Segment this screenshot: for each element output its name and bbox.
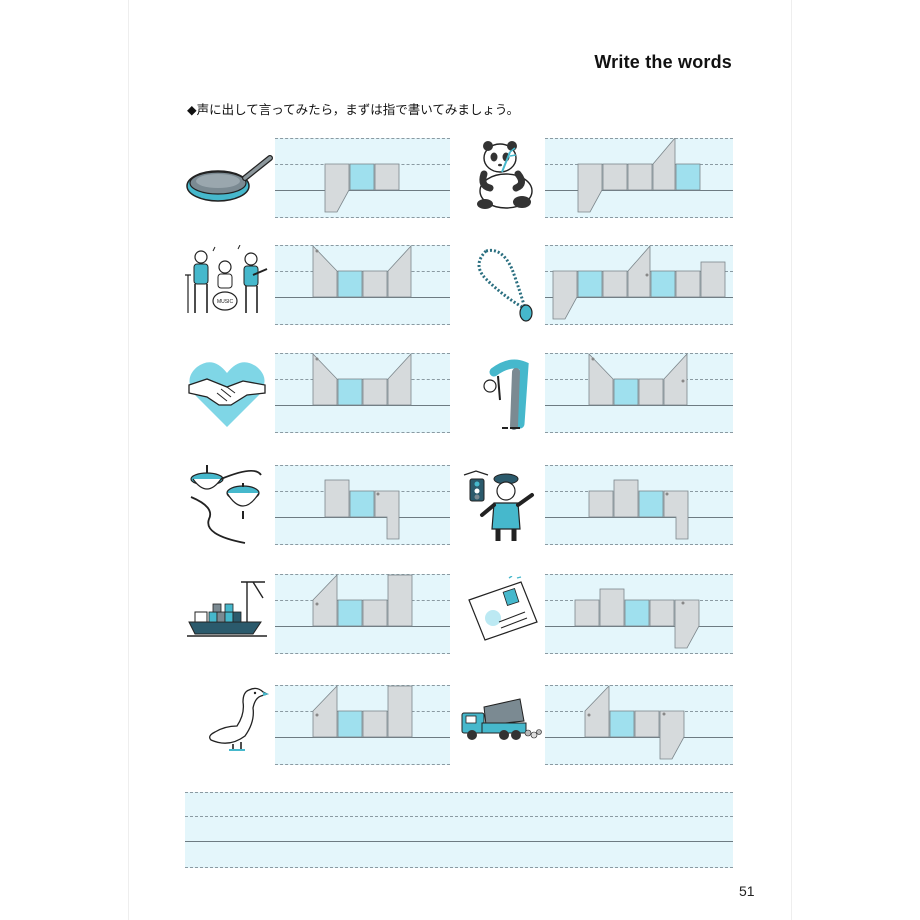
instruction-text: ◆声に出して言ってみたら，まずは指で書いてみましょう。: [187, 102, 520, 117]
free-writing-area[interactable]: [185, 792, 733, 868]
handshake-icon: [187, 357, 277, 443]
spinning-top-icon: [185, 461, 275, 547]
word-guide: [545, 138, 733, 218]
word-guide: [545, 245, 733, 325]
word-guide: [545, 685, 733, 765]
word-guide: [275, 574, 450, 654]
drum-label: MUSIC: [217, 299, 234, 305]
band-icon: MUSIC: [183, 244, 273, 331]
goose-icon: [205, 682, 295, 768]
page-number: 51: [739, 883, 755, 899]
word-guide: [275, 138, 450, 218]
police-officer-icon: [460, 465, 550, 551]
word-guide: [275, 245, 450, 325]
word-guide: [275, 353, 450, 433]
postcard-icon: [465, 575, 555, 662]
cargo-ship-icon: [187, 578, 277, 664]
panda-icon: [470, 136, 560, 222]
bending-person-icon: [480, 352, 570, 438]
frying-pan-icon: [185, 150, 275, 236]
word-guide: [545, 465, 733, 545]
necklace-icon: [472, 245, 562, 331]
dump-truck-icon: [458, 695, 548, 781]
word-guide: [545, 353, 733, 433]
word-guide: [275, 465, 450, 545]
word-guide: [275, 685, 450, 765]
word-guide: [545, 574, 733, 654]
page-title: Write the words: [594, 52, 732, 72]
